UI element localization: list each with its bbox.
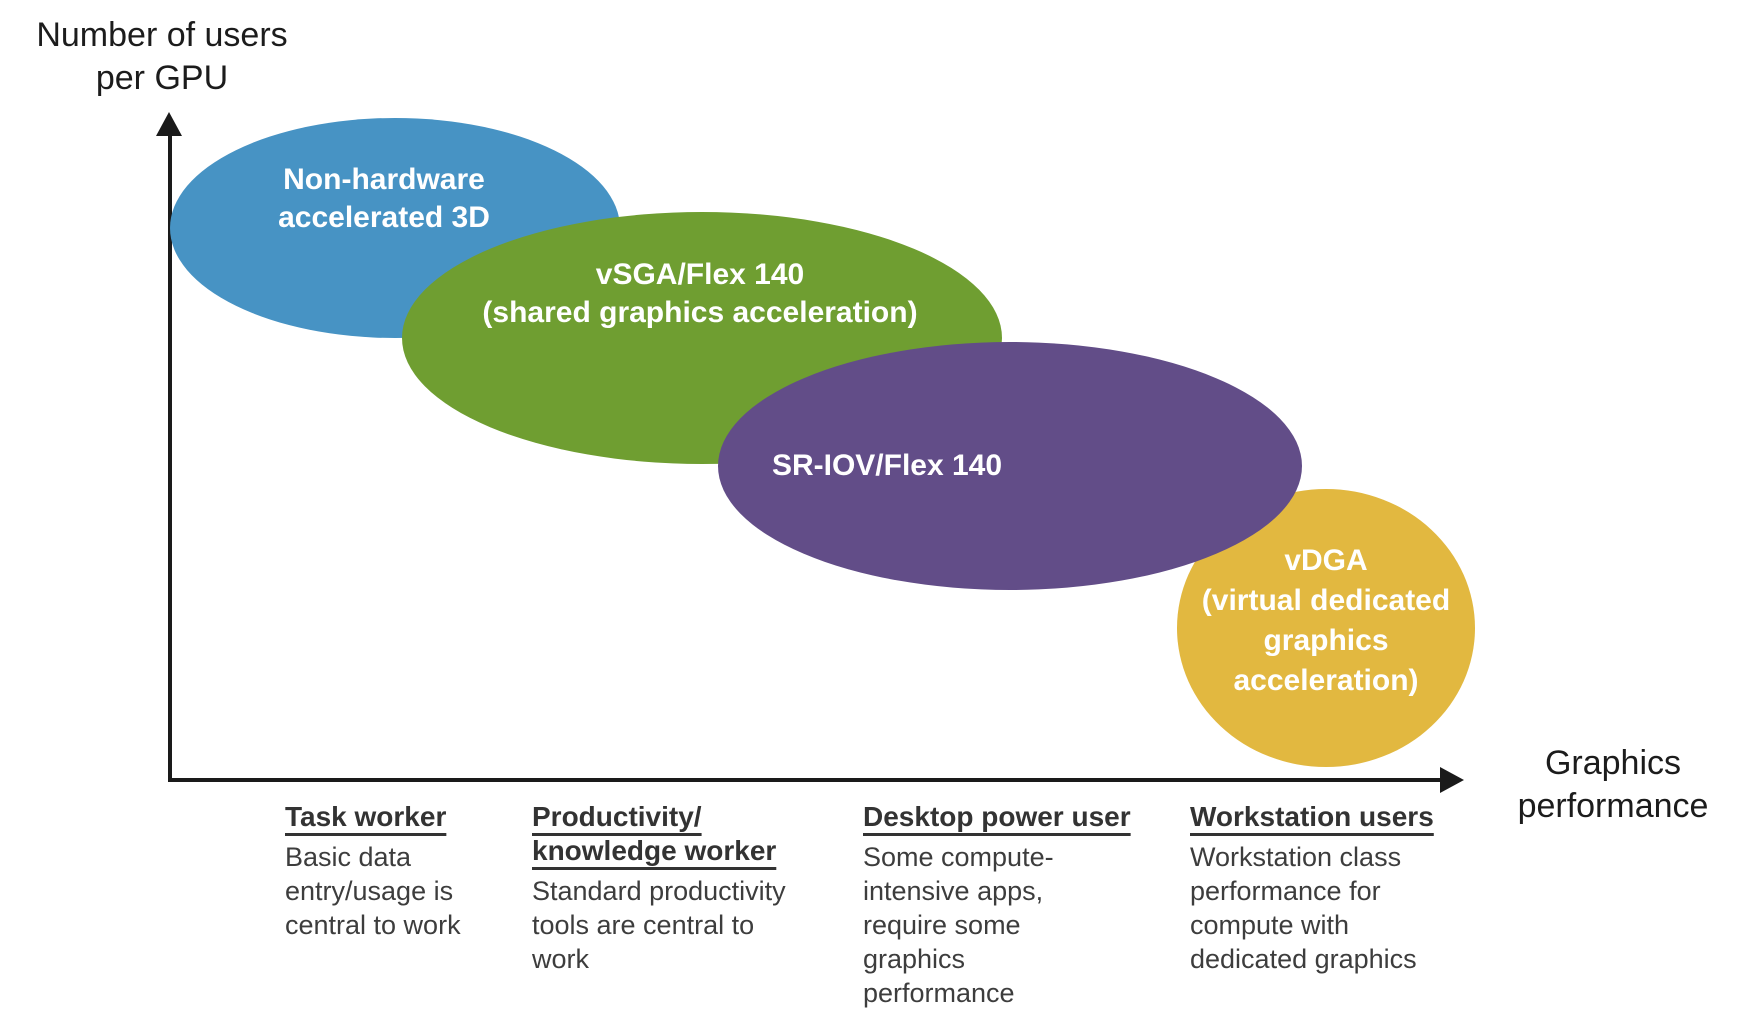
x-axis-line	[168, 778, 1444, 782]
segment-productivity-knowledge-worker: Productivity/ knowledge worker Standard …	[532, 800, 786, 976]
y-axis-line	[168, 130, 172, 782]
segment-workstation-users: Workstation users Workstation class perf…	[1190, 800, 1434, 976]
segment-heading-workstation-users: Workstation users	[1190, 801, 1434, 832]
segment-heading-productivity-knowledge-worker: Productivity/ knowledge worker	[532, 801, 777, 866]
bubble-label-vdga: vDGA (virtual dedicated graphics acceler…	[1201, 544, 1451, 697]
segment-desktop-power-user: Desktop power user Some compute- intensi…	[863, 800, 1131, 1010]
x-axis-arrowhead-icon	[1440, 767, 1464, 793]
bubble-sr-iov-flex-140	[718, 342, 1302, 590]
y-axis-label: Number of users per GPU	[36, 16, 288, 97]
segment-heading-desktop-power-user: Desktop power user	[863, 801, 1131, 832]
x-axis-label: Graphics performance	[1517, 744, 1709, 825]
bubble-label-sr-iov-flex-140: SR-IOV/Flex 140	[771, 449, 1003, 482]
segment-task-worker: Task worker Basic data entry/usage is ce…	[285, 800, 461, 942]
segment-description-desktop-power-user: Some compute- intensive apps, require so…	[863, 842, 1054, 1008]
segment-heading-task-worker: Task worker	[285, 801, 447, 832]
segment-description-productivity-knowledge-worker: Standard productivity tools are central …	[532, 876, 786, 974]
segment-description-workstation-users: Workstation class performance for comput…	[1190, 842, 1417, 974]
segment-description-task-worker: Basic data entry/usage is central to wor…	[285, 842, 461, 940]
bubble-label-vsga-flex-140: vSGA/Flex 140 (shared graphics accelerat…	[482, 258, 918, 329]
bubble-label-non-hardware-3d: Non-hardware accelerated 3D	[278, 163, 490, 234]
